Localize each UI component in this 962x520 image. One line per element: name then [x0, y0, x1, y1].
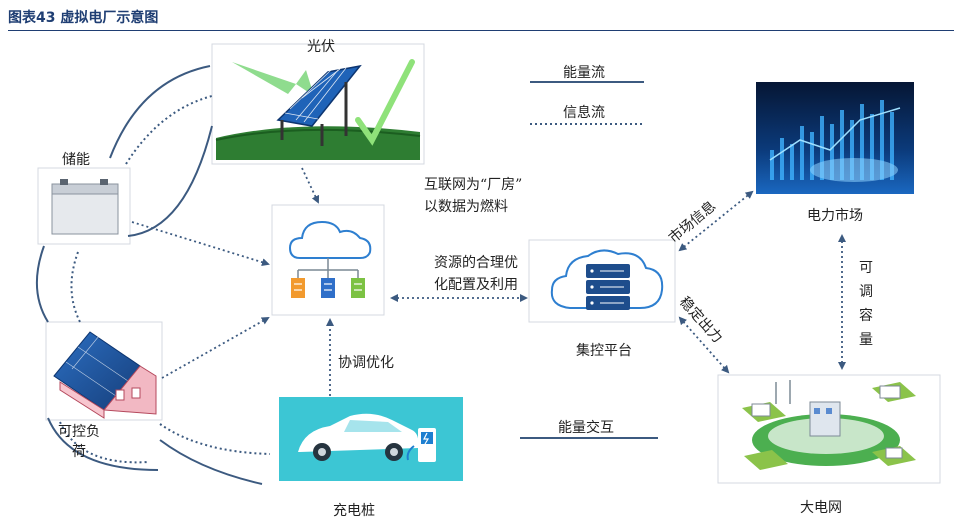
annotation-adjustable-capacity: 可调容量 — [859, 260, 873, 348]
solar-illustration — [211, 43, 425, 165]
load-illustration — [45, 321, 163, 421]
charging-illustration — [279, 397, 463, 481]
grid-illustration — [717, 374, 941, 484]
node-charging-label: 充电桩 — [333, 503, 375, 519]
annotation-internet-1: 互联网为“厂房” — [424, 177, 523, 193]
energy-flow-arcs — [35, 65, 263, 485]
node-storage-label: 储能 — [62, 152, 90, 168]
info-flow-arcs — [59, 95, 271, 464]
flow-arrows — [131, 167, 846, 396]
node-grid-label: 大电网 — [800, 500, 842, 516]
platform-illustration — [528, 239, 676, 323]
node-load-label: 可控负荷 — [58, 424, 100, 460]
annotation-resource-1: 资源的合理优 — [434, 255, 518, 271]
node-platform-label: 集控平台 — [576, 343, 632, 359]
node-solar-label: 光伏 — [307, 39, 335, 55]
market-illustration — [756, 82, 914, 194]
cloud-illustration — [271, 204, 385, 316]
figure-title: 图表43 虚拟电厂示意图 — [8, 10, 159, 26]
node-market-label: 电力市场 — [807, 208, 863, 224]
annotation-coordinate: 协调优化 — [338, 355, 394, 371]
annotation-resource-2: 化配置及利用 — [434, 277, 518, 293]
annotation-energy-exchange: 能量交互 — [558, 420, 614, 436]
annotation-internet-2: 以数据为燃料 — [424, 199, 508, 215]
storage-illustration — [37, 167, 131, 245]
legend-energy-label: 能量流 — [563, 65, 605, 81]
legend-info-label: 信息流 — [563, 105, 605, 121]
title-rule — [8, 30, 954, 31]
